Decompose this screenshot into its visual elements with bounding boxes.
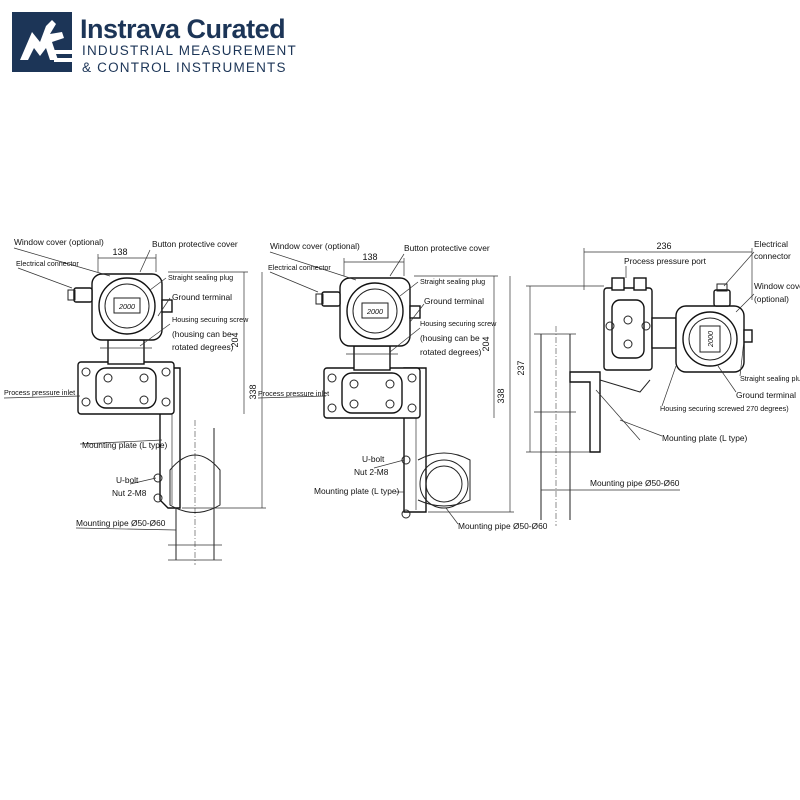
display-readout: 2000: [366, 307, 383, 316]
label-mounting-plate: Mounting plate (L type): [314, 486, 400, 496]
dim-204: 204: [481, 336, 491, 351]
label-mounting-pipe: Mounting pipe Ø50-Ø60: [590, 478, 680, 488]
label-ubolt: U-bolt: [362, 454, 385, 464]
label-sealing-plug: Straight sealing plug: [168, 273, 233, 282]
label-button-cover: Button protective cover: [152, 239, 238, 249]
antelope-logo-icon: [12, 12, 72, 72]
label-housing-screw: Housing securing screw: [172, 315, 249, 324]
label-housing-rotate-1: (housing can be: [420, 333, 480, 343]
display-readout: 2000: [706, 331, 715, 348]
dim-237: 237: [516, 360, 526, 375]
label-electrical-connector-1: Electrical: [754, 239, 788, 249]
label-housing-rotate-1: (housing can be: [172, 329, 232, 339]
label-mounting-plate: Mounting plate (L type): [82, 440, 168, 450]
label-ground-terminal: Ground terminal: [424, 296, 484, 306]
brand-logo: Instrava Curated INDUSTRIAL MEASUREMENT …: [12, 12, 312, 75]
view-1-front-vertical-pipe: 2000 138 204 338 Window cover (optional)…: [3, 237, 266, 565]
label-process-port: Process pressure port: [624, 256, 707, 266]
label-mounting-plate: Mounting plate (L type): [662, 433, 748, 443]
label-ubolt: U-bolt: [116, 475, 139, 485]
label-electrical-connector: Electrical connector: [16, 259, 79, 268]
brand-name: Instrava Curated: [80, 14, 286, 44]
label-button-cover: Button protective cover: [404, 243, 490, 253]
label-electrical-connector: Electrical connector: [268, 263, 331, 272]
label-window-cover: Window cover (optional): [270, 241, 360, 251]
dim-width: 138: [362, 252, 377, 262]
label-electrical-connector-2: connector: [754, 251, 791, 261]
label-housing-screw: Housing securing screw: [420, 319, 497, 328]
label-ground-terminal: Ground terminal: [172, 292, 232, 302]
label-mounting-pipe: Mounting pipe Ø50-Ø60: [76, 518, 166, 528]
label-window-cover-2: (optional): [754, 294, 789, 304]
dim-338: 338: [248, 384, 258, 399]
label-sealing-plug: Straight sealing plug: [420, 277, 485, 286]
dim-338: 338: [496, 388, 506, 403]
label-mounting-pipe: Mounting pipe Ø50-Ø60: [458, 521, 548, 531]
label-nut: Nut 2-M8: [354, 467, 389, 477]
label-housing-rotate-2: rotated degrees): [420, 347, 482, 357]
label-sealing-plug: Straight sealing plug: [740, 374, 800, 383]
dim-width: 236: [656, 241, 671, 251]
label-window-cover: Window cover (optional): [14, 237, 104, 247]
dim-width: 138: [112, 247, 127, 257]
label-process-inlet: Process pressure inlet: [4, 388, 75, 397]
display-readout: 2000: [118, 302, 135, 311]
label-housing-screw: Housing securing screwed 270 degrees): [660, 404, 789, 413]
brand-tagline-2: & CONTROL INSTRUMENTS: [82, 60, 287, 75]
view-3-side-view: 2000 236 237 Process pressure port Elect…: [516, 239, 800, 526]
label-window-cover-1: Window cover: [754, 281, 800, 291]
brand-tagline-1: INDUSTRIAL MEASUREMENT: [82, 43, 297, 58]
label-ground-terminal: Ground terminal: [736, 390, 796, 400]
label-process-inlet: Process pressure inlet: [258, 389, 329, 398]
label-housing-rotate-2: rotated degrees): [172, 342, 234, 352]
label-nut: Nut 2-M8: [112, 488, 147, 498]
view-2-front-horizontal-pipe: 2000 138 204 338 Window cover (optional)…: [257, 241, 548, 531]
dim-204: 204: [230, 332, 240, 347]
